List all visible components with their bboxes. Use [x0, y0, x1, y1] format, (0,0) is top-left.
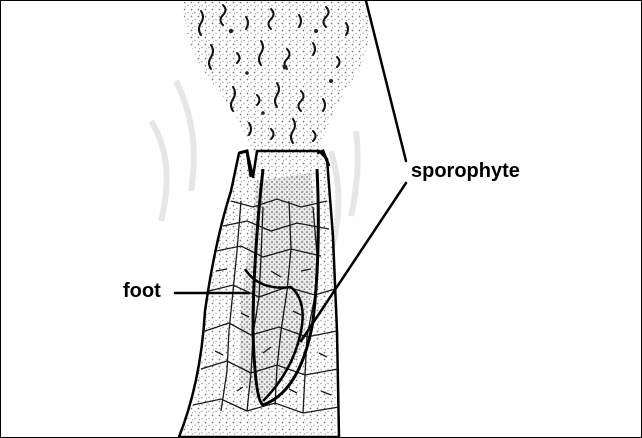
sporophyte-leader-upper: [366, 1, 406, 161]
label-sporophyte: sporophyte: [411, 161, 520, 181]
label-foot: foot: [123, 281, 161, 301]
upper-fuzzy-mass: [184, 1, 369, 151]
